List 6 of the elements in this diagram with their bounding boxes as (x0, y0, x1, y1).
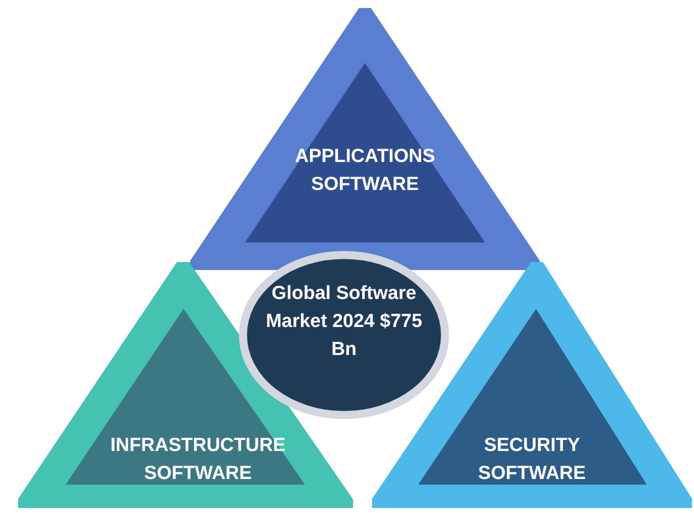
panel-label: Global Software Market 2024 $775 Bn (264, 282, 424, 362)
ellipse-badge (238, 250, 450, 420)
panel-label: APPLICATIONS SOFTWARE (294, 145, 436, 197)
triangle-panel (190, 8, 540, 270)
panel-label: SECURITY SOFTWARE (477, 434, 587, 486)
panel-label: INFRASTRUCTURE SOFTWARE (109, 434, 287, 486)
